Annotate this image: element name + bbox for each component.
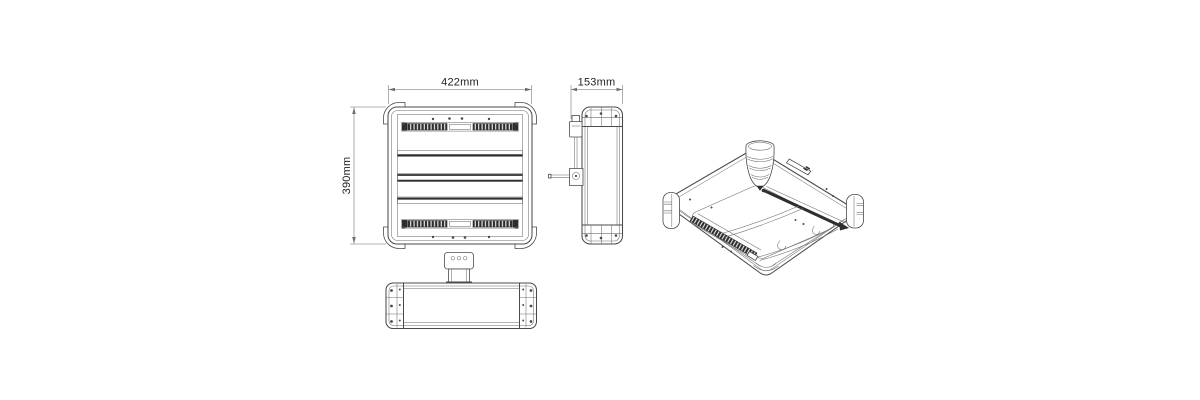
- side-view-drawing: 153mm: [548, 77, 624, 245]
- width-dimension-label: 422mm: [441, 77, 479, 89]
- front-top-grille: [401, 117, 519, 132]
- side-mount-bracket: [569, 168, 584, 186]
- side-bottom-cap: [582, 224, 623, 244]
- front-view-drawing: 422mm 390mm: [341, 77, 537, 249]
- bottom-left-cap: [386, 284, 404, 328]
- front-reflector-bars: [397, 150, 523, 204]
- bottom-mount-bracket: [444, 252, 474, 287]
- iso-near-grille-strip: [688, 213, 762, 262]
- front-bottom-grille: [401, 219, 519, 239]
- side-body: [581, 106, 624, 245]
- side-top-cap: [582, 107, 623, 127]
- front-height-dimension: 390mm: [341, 106, 386, 245]
- iso-far-grille-strip: [761, 186, 849, 231]
- side-plug: [569, 115, 583, 138]
- iso-left-corner-cap: [662, 192, 680, 229]
- front-width-dimension: 422mm: [388, 77, 532, 104]
- iso-screw-dots: [689, 188, 834, 253]
- iso-reflector: [721, 205, 839, 261]
- side-cable: [548, 137, 578, 179]
- iso-spring-clip: [812, 225, 821, 235]
- height-dimension-label: 390mm: [341, 157, 353, 195]
- bottom-right-cap: [519, 284, 536, 328]
- bottom-view-drawing: [385, 252, 538, 330]
- side-depth-dimension: 153mm: [570, 77, 623, 119]
- iso-bottom-corner-cap: [753, 262, 779, 271]
- depth-dimension-label: 153mm: [578, 77, 616, 89]
- bottom-body: [385, 282, 538, 330]
- iso-bracket-tab: [785, 158, 812, 176]
- iso-top-corner-cap: [745, 140, 775, 191]
- isometric-view-drawing: [662, 140, 864, 276]
- iso-right-corner-cap: [846, 194, 864, 229]
- iso-spring-clip: [777, 240, 787, 251]
